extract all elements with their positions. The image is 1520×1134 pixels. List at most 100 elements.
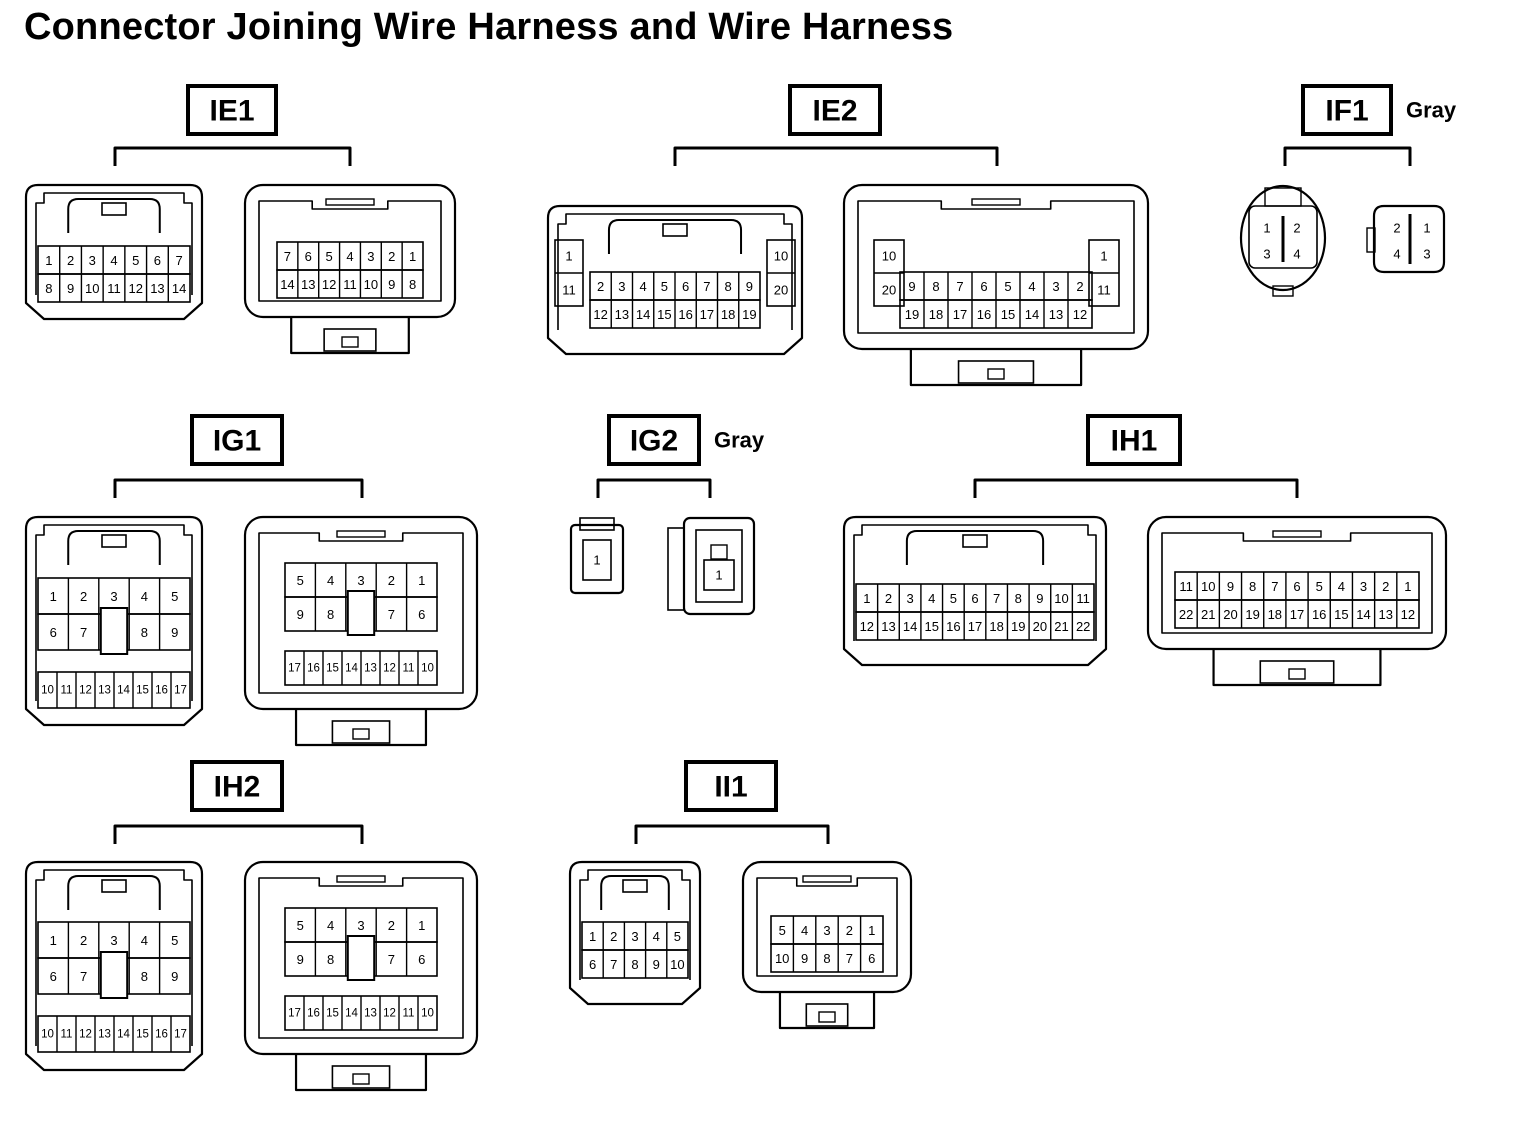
housing bbox=[741, 860, 913, 994]
pin-number: 12 bbox=[593, 307, 607, 322]
pin-number: 9 bbox=[801, 951, 808, 966]
pin-number: 1 bbox=[863, 591, 870, 606]
key bbox=[336, 875, 386, 883]
inner-wall bbox=[258, 200, 442, 302]
pin-number: 17 bbox=[288, 1008, 301, 1020]
housing bbox=[546, 204, 804, 356]
pin-number: 3 bbox=[1423, 247, 1430, 262]
bracket bbox=[596, 478, 712, 498]
key bbox=[336, 530, 386, 538]
pin-number: 7 bbox=[284, 249, 291, 264]
pin-number: 22 bbox=[1179, 607, 1193, 622]
latch bbox=[331, 720, 391, 744]
label-box bbox=[1301, 84, 1393, 136]
latch-tab bbox=[818, 1011, 836, 1023]
pin-number: 22 bbox=[1076, 619, 1090, 634]
pin-number: 9 bbox=[1227, 579, 1234, 594]
pin-number: 17 bbox=[288, 663, 301, 675]
latch-tab bbox=[1288, 668, 1306, 680]
pin-number: 18 bbox=[989, 619, 1003, 634]
pin-number: 7 bbox=[610, 957, 617, 972]
connector-code: IE2 bbox=[812, 95, 857, 128]
pin-number: 5 bbox=[950, 591, 957, 606]
pin-number: 12 bbox=[128, 281, 142, 296]
bracket bbox=[673, 146, 999, 166]
pin-number: 13 bbox=[1378, 607, 1392, 622]
pin-number: 14 bbox=[636, 307, 650, 322]
pin-number: 7 bbox=[846, 951, 853, 966]
housing bbox=[842, 515, 1108, 667]
pin-number: 9 bbox=[67, 281, 74, 296]
pin-number: 15 bbox=[326, 1008, 339, 1020]
inner-wall bbox=[857, 200, 1135, 334]
inner-wall bbox=[35, 192, 193, 295]
label-box bbox=[1086, 414, 1182, 466]
connector-label-ie1: IE1 bbox=[113, 84, 352, 166]
pin-number: 4 bbox=[640, 279, 647, 294]
pin-number: 6 bbox=[305, 249, 312, 264]
pin-number: 10 bbox=[85, 281, 99, 296]
pin-number: 7 bbox=[388, 952, 395, 967]
pin-number: 1 bbox=[1100, 249, 1107, 264]
pin-number: 3 bbox=[631, 929, 638, 944]
bracket bbox=[973, 478, 1299, 498]
pin-number: 9 bbox=[297, 607, 304, 622]
color-note: Gray bbox=[1406, 98, 1457, 123]
latch-housing bbox=[778, 988, 876, 1030]
pin-number: 15 bbox=[1334, 607, 1348, 622]
pin-number: 13 bbox=[150, 281, 164, 296]
pin-number: 2 bbox=[610, 929, 617, 944]
connector-code: IH2 bbox=[214, 771, 261, 804]
label-box bbox=[186, 84, 278, 136]
housing bbox=[24, 515, 204, 727]
pin-number: 20 bbox=[1223, 607, 1237, 622]
pin-number: 3 bbox=[89, 253, 96, 268]
pin-number: 11 bbox=[1179, 579, 1193, 594]
label-box bbox=[190, 760, 284, 812]
connector-code: IH1 bbox=[1111, 425, 1158, 458]
lock-tab bbox=[710, 544, 728, 560]
pin-number: 9 bbox=[171, 625, 178, 640]
pin-number: 5 bbox=[132, 253, 139, 268]
bracket bbox=[634, 824, 830, 844]
pin-number: 11 bbox=[61, 685, 73, 697]
pin-number: 4 bbox=[327, 573, 334, 588]
pin-number: 2 bbox=[80, 933, 87, 948]
pin-number: 11 bbox=[61, 1029, 73, 1041]
key bbox=[1272, 530, 1322, 538]
lock-arm bbox=[607, 219, 743, 254]
inner-wall bbox=[756, 877, 898, 977]
housing bbox=[1239, 184, 1327, 292]
housing bbox=[842, 183, 1150, 351]
pin-number: 8 bbox=[823, 951, 830, 966]
pin-number: 2 bbox=[846, 923, 853, 938]
lock-tab bbox=[579, 517, 615, 531]
pin-number: 6 bbox=[682, 279, 689, 294]
inner-wall bbox=[258, 877, 464, 1039]
pin-number: 12 bbox=[383, 1008, 396, 1020]
pin-number: 16 bbox=[1312, 607, 1326, 622]
connector-code: IE1 bbox=[209, 95, 254, 128]
key bbox=[971, 198, 1021, 206]
pin-number: 6 bbox=[418, 952, 425, 967]
pin-number: 8 bbox=[1249, 579, 1256, 594]
pin-number: 3 bbox=[110, 589, 117, 604]
pin-number: 10 bbox=[41, 685, 54, 697]
pin-number: 10 bbox=[882, 249, 896, 264]
pin-number: 14 bbox=[1356, 607, 1370, 622]
pin-number: 17 bbox=[174, 685, 187, 697]
pin-number: 13 bbox=[98, 685, 111, 697]
pin-number: 2 bbox=[1393, 221, 1400, 236]
pin-number: 4 bbox=[653, 929, 660, 944]
color-note: Gray bbox=[714, 428, 765, 453]
locating-key bbox=[346, 935, 376, 981]
pin-number: 10 bbox=[1201, 579, 1215, 594]
pin-number: 11 bbox=[343, 277, 357, 292]
pin-number: 13 bbox=[615, 307, 629, 322]
pin-number: 17 bbox=[968, 619, 982, 634]
inner-wall bbox=[258, 532, 464, 694]
